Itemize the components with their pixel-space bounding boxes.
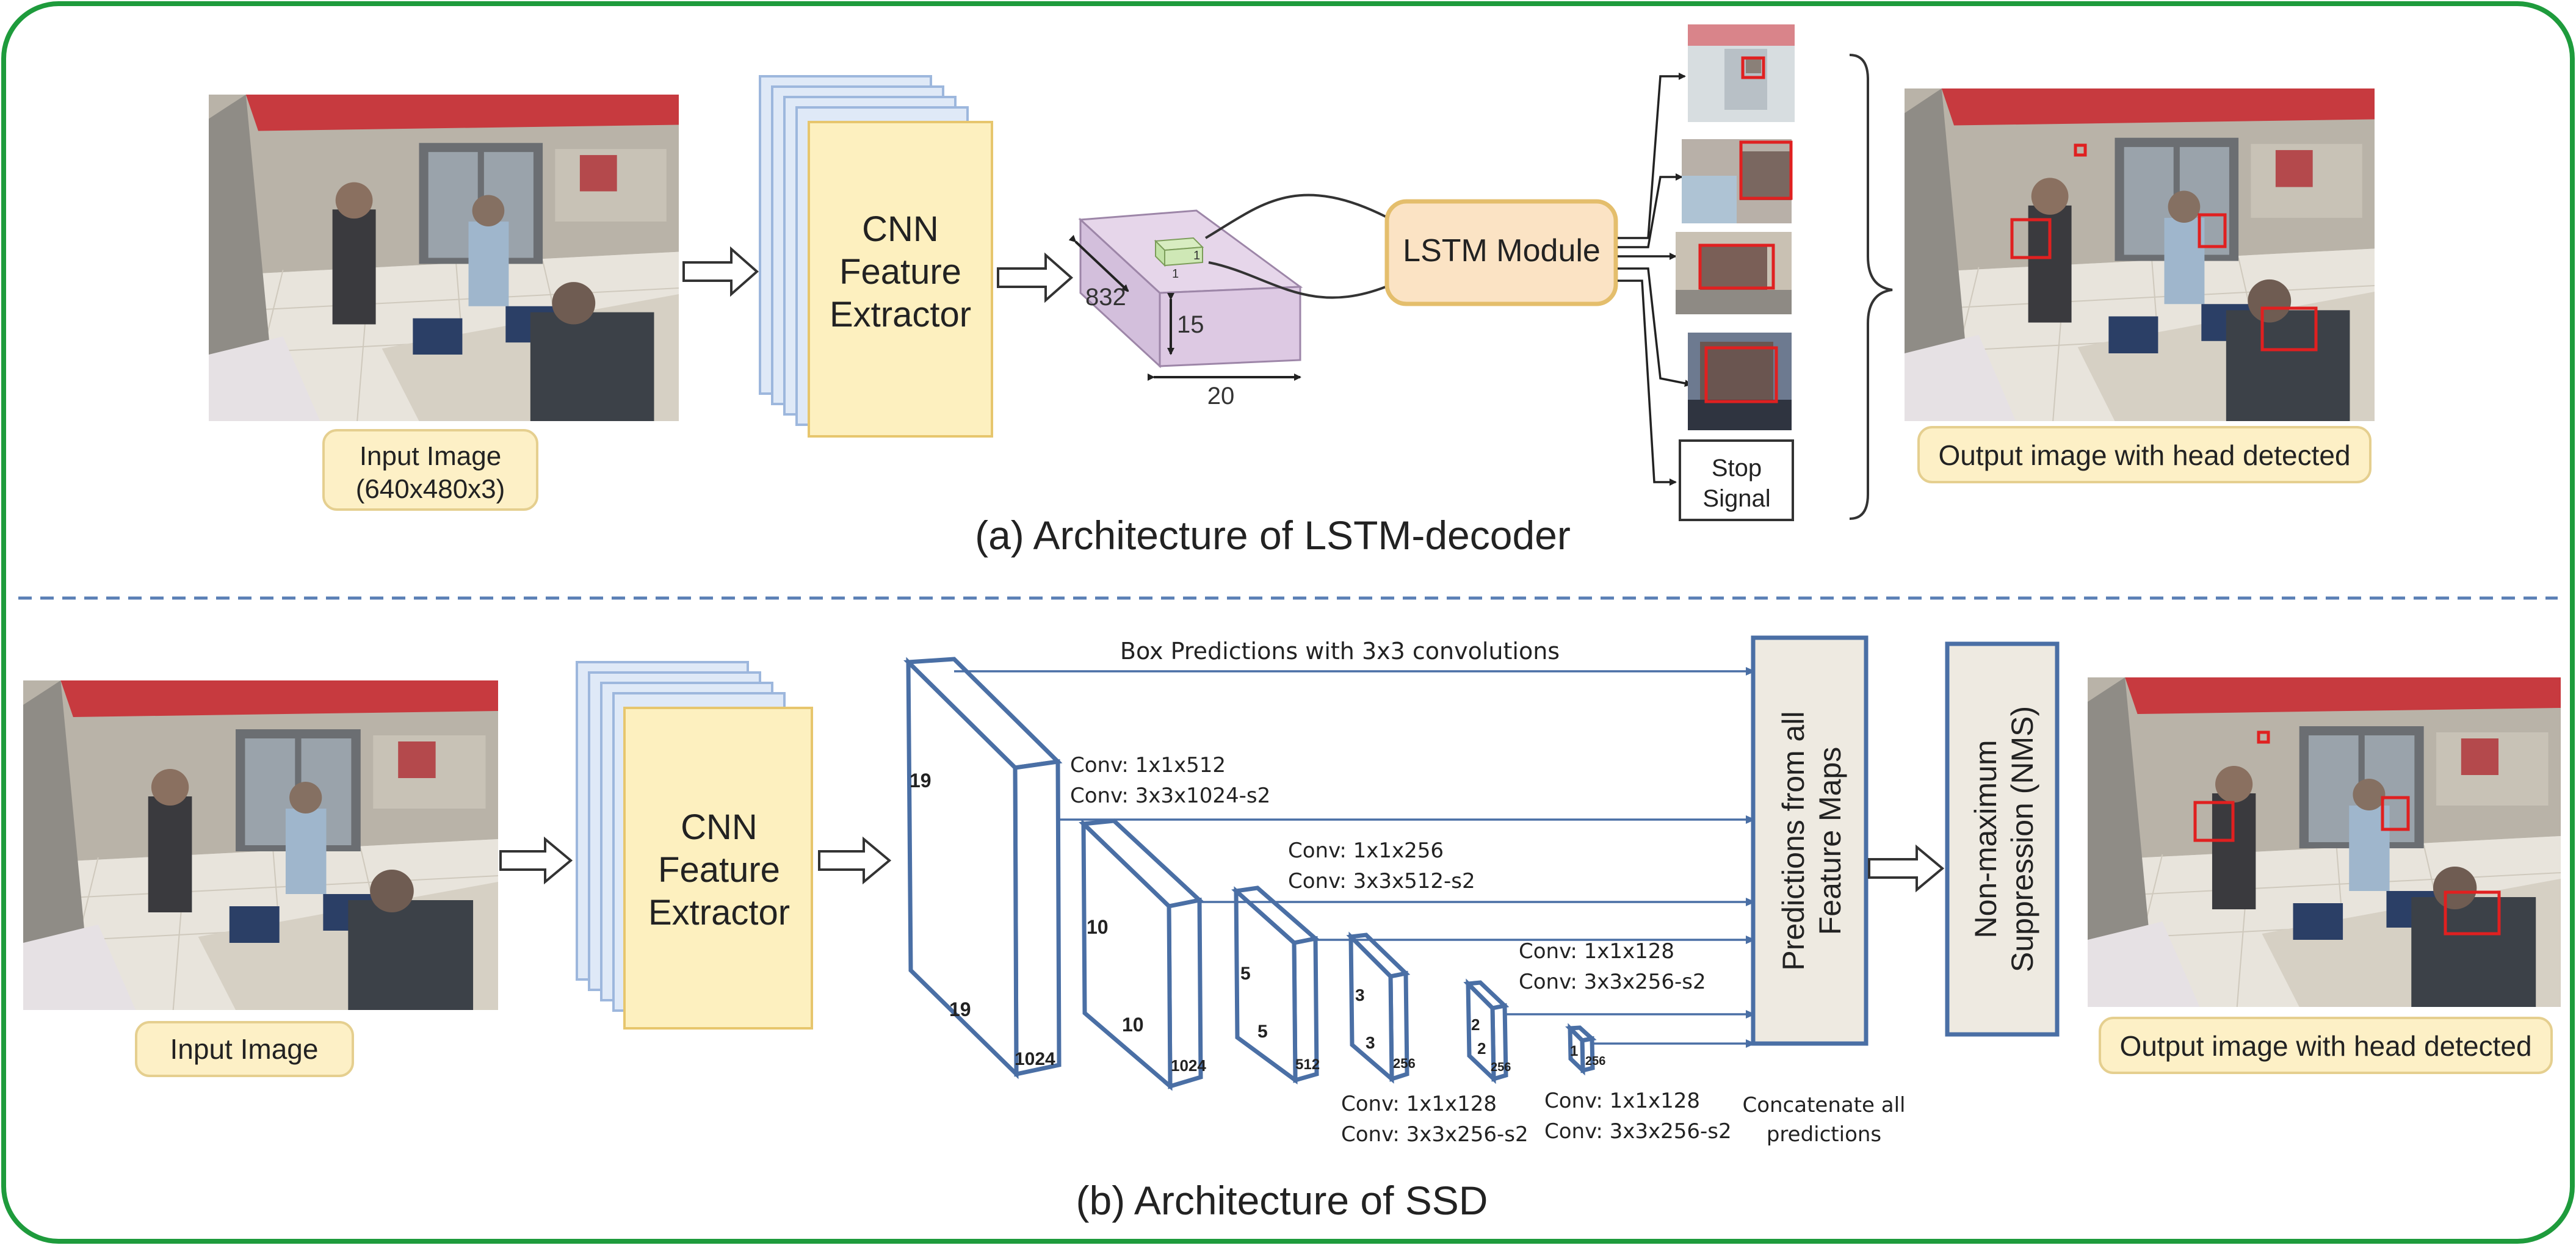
tensor-width-label: 20 (1207, 383, 1235, 409)
ssd-output-detections (2193, 730, 2501, 936)
concat-label-2: predictions (1767, 1122, 1881, 1147)
fm1-d: 1024 (1015, 1049, 1055, 1069)
tensor-depth-label: 832 (1085, 284, 1126, 311)
lstm-input-image (209, 95, 679, 421)
fm5-d: 256 (1491, 1061, 1511, 1074)
crop-thumbnail-1 (1688, 24, 1795, 122)
tensor-height-label: 15 (1177, 311, 1204, 338)
ssd-output-image (2088, 677, 2561, 1007)
lstm-output-detections (2010, 143, 2318, 352)
fm4-d: 256 (1393, 1056, 1416, 1071)
fm1-w: 19 (949, 998, 971, 1020)
fm2-d: 1024 (1171, 1056, 1206, 1075)
ssd-arrow-1 (499, 836, 573, 885)
conv3-line2: Conv: 3x3x256-s2 (1519, 970, 1706, 994)
feature-map-10 (1079, 818, 1204, 1091)
predictions-label-1: Predictions from all (1776, 711, 1811, 970)
lstm-input-label-box (322, 429, 538, 511)
fm5-h: 2 (1471, 1015, 1480, 1034)
ssd-cnn-label-2: Feature (658, 850, 780, 890)
lstm-module-label: LSTM Module (1403, 233, 1601, 269)
lstm-cnn-label-1: CNN (862, 209, 939, 249)
feature-map-3 (1346, 931, 1411, 1084)
conv2-line2: Conv: 3x3x512-s2 (1288, 869, 1475, 893)
ssd-caption: (b) Architecture of SSD (1076, 1178, 1488, 1223)
fm2-h: 10 (1087, 916, 1109, 938)
conv4-line2: Conv: 3x3x256-s2 (1341, 1122, 1529, 1147)
conv1-line1: Conv: 1x1x512 (1070, 753, 1226, 777)
nms-box (1945, 641, 2060, 1037)
feature-map-labels: 19 19 1024 10 10 1024 5 5 512 3 3 256 2 … (910, 770, 1605, 1075)
lstm-module (1384, 199, 1618, 306)
lstm-output-label-box (1917, 426, 2372, 483)
lstm-arrow-1 (682, 246, 759, 297)
feature-tensor: 1 1 832 15 20 (1068, 209, 1303, 409)
conv1-line2: Conv: 3x3x1024-s2 (1070, 784, 1270, 808)
fm6-d: 256 (1585, 1055, 1605, 1068)
lstm-input-label-line1: Input Image (360, 441, 501, 471)
predictions-label-2: Feature Maps (1813, 747, 1847, 935)
ssd-output-label: Output image with head detected (2119, 1030, 2531, 1062)
concat-label-1: Concatenate all (1742, 1093, 1905, 1117)
nms-label-2: Suppression (NMS) (2005, 706, 2039, 972)
ssd-output-label-box (2099, 1017, 2553, 1074)
predictions-box (1751, 635, 1869, 1046)
feature-map-19 (903, 657, 1063, 1080)
ssd-cnn-label-3: Extractor (648, 893, 790, 932)
lstm-caption: (a) Architecture of LSTM-decoder (975, 513, 1571, 558)
stop-signal-line2: Signal (1702, 485, 1770, 512)
lstm-cnn-box (808, 121, 993, 438)
conv3-line1: Conv: 1x1x128 (1519, 939, 1674, 964)
fm3-w: 5 (1257, 1022, 1268, 1042)
lstm-arrow-2 (997, 252, 1074, 303)
fm3-h: 5 (1240, 964, 1251, 984)
conv5-line1: Conv: 1x1x128 (1544, 1089, 1700, 1113)
conv5-line2: Conv: 3x3x256-s2 (1544, 1119, 1732, 1144)
lstm-cnn-label-2: Feature (839, 252, 961, 292)
feature-map-2 (1463, 978, 1510, 1084)
crop-thumbnail-2 (1682, 139, 1793, 223)
lstm-output-image (1905, 88, 2375, 421)
ssd-feature-maps (903, 657, 1597, 1091)
feature-map-1 (1565, 1023, 1597, 1076)
fm1-h: 19 (910, 770, 932, 792)
ssd-cnn-label-1: CNN (681, 807, 758, 847)
lstm-output-label: Output image with head detected (1938, 439, 2350, 471)
lstm-cnn-label-3: Extractor (830, 295, 971, 334)
ssd-input-label: Input Image (170, 1033, 319, 1065)
ssd-input-image (23, 680, 498, 1010)
fm6-h: 1 (1570, 1043, 1578, 1059)
lstm-section: Input Image (640x480x3) CNN Feature Extr… (209, 24, 2375, 558)
ssd-arrow-3 (1868, 844, 1945, 893)
tensor-cell-label-b: 1 (1172, 267, 1179, 281)
fm2-w: 10 (1122, 1014, 1144, 1036)
stop-signal-line1: Stop (1712, 455, 1762, 482)
fm5-w: 2 (1477, 1039, 1486, 1058)
conv2-line1: Conv: 1x1x256 (1288, 839, 1444, 863)
conv4-line1: Conv: 1x1x128 (1341, 1092, 1497, 1116)
crop-thumbnail-3 (1676, 232, 1792, 314)
box-predictions-label: Box Predictions with 3x3 convolutions (1120, 638, 1560, 665)
nms-label-1: Non-maximum (1969, 740, 2003, 938)
fm4-h: 3 (1355, 986, 1365, 1005)
output-brace (1849, 54, 1893, 520)
fm3-d: 512 (1295, 1056, 1320, 1073)
ssd-cnn-box (623, 707, 813, 1030)
crop-thumbnail-4 (1688, 333, 1792, 430)
lstm-cnn-stack: CNN Feature Extractor (759, 75, 993, 438)
tensor-cell-label: 1 (1193, 249, 1200, 262)
stop-signal-box (1679, 439, 1794, 521)
fm4-w: 3 (1366, 1033, 1375, 1052)
ssd-cnn-stack: CNN Feature Extractor (576, 661, 813, 1030)
lstm-input-label-line2: (640x480x3) (356, 474, 505, 504)
ssd-arrow-2 (818, 836, 892, 885)
ssd-input-label-box (135, 1021, 354, 1077)
feature-map-5 (1231, 886, 1320, 1084)
ssd-section: Input Image CNN Feature Extractor (23, 635, 2561, 1223)
